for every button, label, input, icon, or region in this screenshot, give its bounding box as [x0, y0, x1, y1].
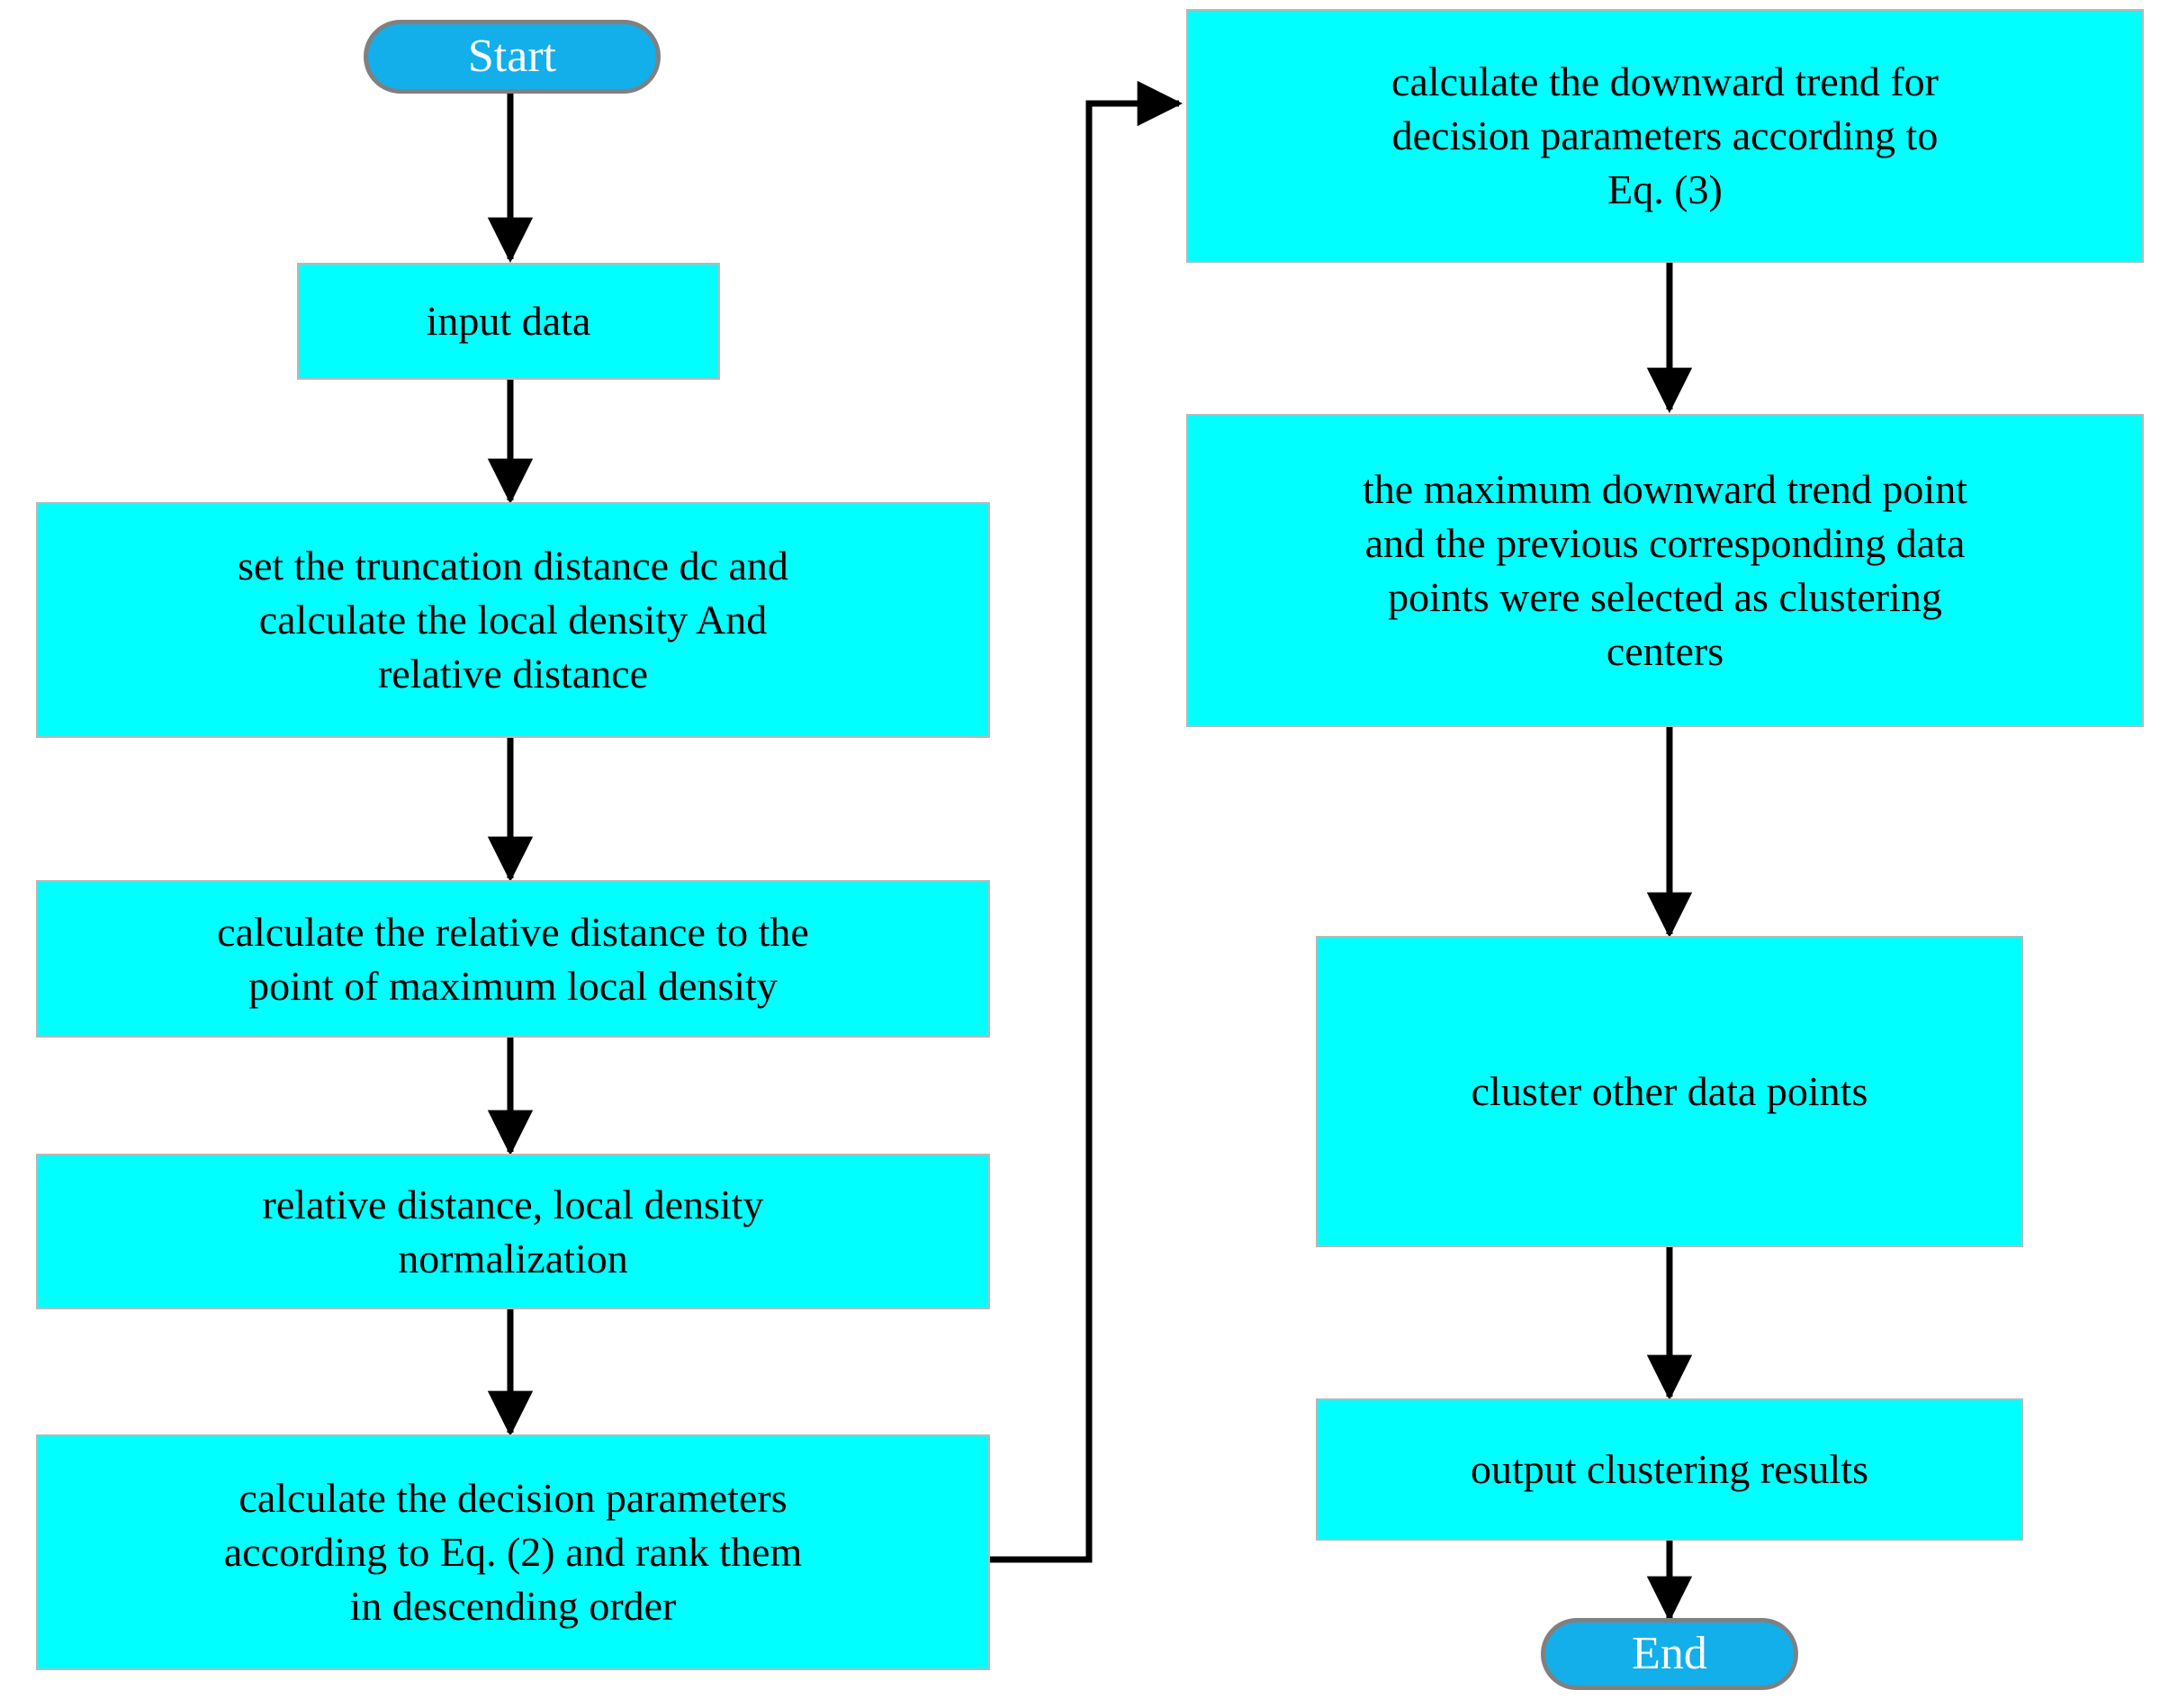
node-output-clustering-results[interactable]: output clustering results [1316, 1398, 2023, 1541]
node-cluster-other-data-points[interactable]: cluster other data points [1316, 936, 2023, 1247]
node-cluster-other-data-points-label: cluster other data points [1471, 1068, 1868, 1115]
node-output-clustering-results-label: output clustering results [1470, 1446, 1869, 1493]
node-calculate-relative-distance[interactable]: calculate the relative distance to the p… [36, 880, 990, 1038]
node-input-data-label: input data [426, 298, 591, 345]
node-calculate-decision-parameters-label: calculate the decision parameters accord… [223, 1475, 803, 1629]
node-normalization-label: relative distance, local density normali… [262, 1181, 764, 1281]
node-set-truncation-distance[interactable]: set the truncation distance dc and calcu… [36, 502, 990, 738]
node-calculate-relative-distance-label: calculate the relative distance to the p… [217, 908, 809, 1009]
node-start-label: Start [467, 31, 557, 83]
node-select-clustering-centers-label: the maximum downward trend point and the… [1363, 466, 1967, 674]
edge-decision-to-downward-trend [990, 80, 1184, 1563]
node-normalization[interactable]: relative distance, local density normali… [36, 1154, 990, 1309]
node-end[interactable]: End [1541, 1618, 1798, 1690]
node-input-data[interactable]: input data [297, 263, 720, 380]
node-calculate-downward-trend-label: calculate the downward trend for decisio… [1391, 58, 1939, 212]
node-set-truncation-distance-label: set the truncation distance dc and calcu… [238, 543, 788, 697]
node-select-clustering-centers[interactable]: the maximum downward trend point and the… [1186, 414, 2144, 727]
node-start[interactable]: Start [364, 20, 661, 94]
node-calculate-downward-trend[interactable]: calculate the downward trend for decisio… [1186, 9, 2144, 263]
node-calculate-decision-parameters[interactable]: calculate the decision parameters accord… [36, 1434, 990, 1670]
node-end-label: End [1632, 1628, 1707, 1680]
